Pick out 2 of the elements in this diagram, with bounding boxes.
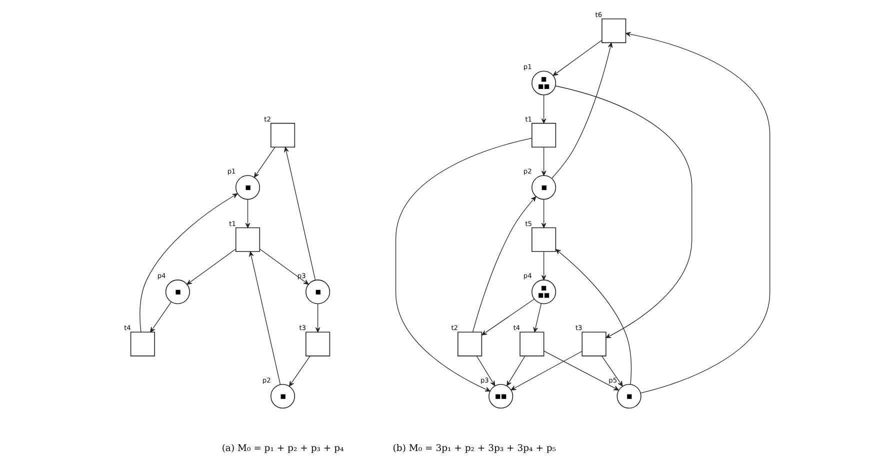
label: (b) M₀ = 3p₁ + p₂ + 3p₃ + 3p₄ + p₅ (392, 442, 556, 454)
label: (a) M₀ = p₁ + p₂ + p₃ + p₄ (222, 442, 344, 454)
